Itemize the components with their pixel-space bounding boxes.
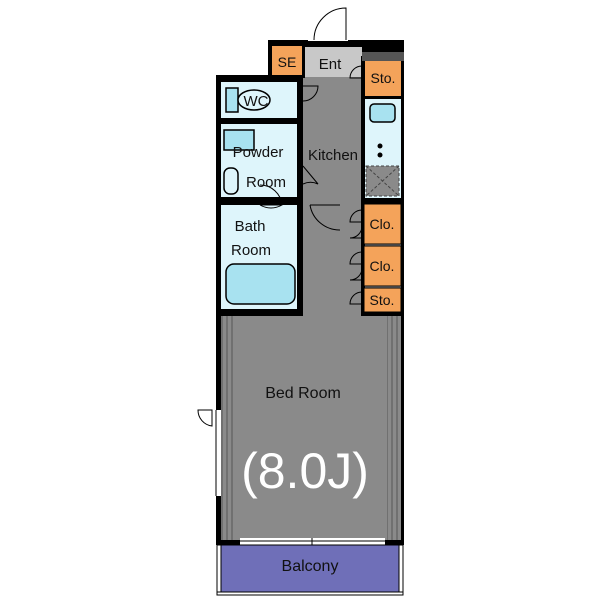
wc-label: WC <box>244 93 269 110</box>
main-floor <box>221 48 401 540</box>
closet-1 <box>363 203 402 245</box>
wall <box>216 118 303 124</box>
entrance-label: Ent <box>319 56 342 73</box>
toilet-tank <box>225 87 239 113</box>
powder-door <box>302 165 319 185</box>
closet-2-label: Clo. <box>370 258 395 274</box>
se-label: SE <box>278 54 297 70</box>
storage-bottom <box>363 287 402 313</box>
storage-bottom-label: Sto. <box>370 292 395 308</box>
powder-room-label: Powder <box>233 144 284 161</box>
balcony-rail <box>216 544 222 596</box>
wall <box>361 198 401 204</box>
powder-room-label-2: Room <box>246 174 286 191</box>
entrance-floor <box>304 47 362 77</box>
bedroom-door <box>309 204 341 231</box>
wall <box>361 56 365 312</box>
stove-burner <box>377 143 383 149</box>
bathtub <box>225 263 296 305</box>
wall <box>362 52 404 61</box>
balcony-rail <box>398 544 404 596</box>
balcony-rail <box>216 591 404 596</box>
bedroom-size-label: (8.0J) <box>241 443 369 499</box>
balcony-label: Balcony <box>282 558 339 575</box>
closet-1-label: Clo. <box>370 216 395 232</box>
bedroom-window <box>197 409 221 496</box>
bedroom-hatch-right <box>387 316 401 540</box>
storage-top-door <box>349 65 363 79</box>
se-storage <box>272 46 302 77</box>
wall <box>361 312 401 316</box>
stove-burner <box>377 152 383 158</box>
wc-door <box>302 85 319 102</box>
bedroom-label: Bed Room <box>265 385 341 402</box>
toilet-bowl <box>237 89 271 111</box>
bath-room-label-2: Room <box>231 242 271 259</box>
bath-door <box>259 184 284 209</box>
wall <box>297 77 303 316</box>
wall <box>268 75 303 78</box>
storage-top-label: Sto. <box>371 70 396 86</box>
fridge-cross <box>365 165 400 197</box>
wall <box>361 96 401 99</box>
wall <box>216 309 303 316</box>
balcony-sliding-door <box>240 538 385 545</box>
kitchen-label: Kitchen <box>308 147 358 164</box>
storage-top <box>364 61 401 96</box>
closet-2 <box>363 245 402 287</box>
washing-machine <box>223 167 239 195</box>
kitchen-sink <box>369 103 396 123</box>
closet-doors <box>349 209 363 305</box>
wall <box>216 197 303 205</box>
entrance-door <box>308 7 348 41</box>
balcony <box>216 544 404 596</box>
wall <box>302 40 305 78</box>
washbasin <box>223 129 255 151</box>
bath-room-label: Bath <box>235 218 266 235</box>
bedroom-hatch-left <box>221 316 235 540</box>
